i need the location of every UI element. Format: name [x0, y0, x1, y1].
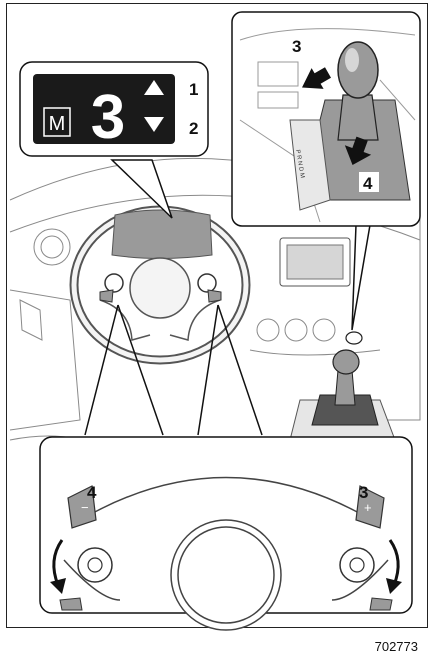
- paddle-label-right: 3: [359, 483, 368, 502]
- gear-display-callout: M 3 1 2: [20, 62, 208, 156]
- callout-1: 1: [189, 80, 198, 99]
- paddle-left-small: [105, 274, 123, 292]
- steering-wheel: [74, 210, 246, 360]
- callout-3-shifter: 3: [292, 37, 301, 56]
- minus-sign: −: [81, 500, 89, 515]
- shifter-callout: P R N D M 3 4: [232, 12, 420, 330]
- callout-4-shifter: 4: [363, 174, 373, 193]
- callout-2: 2: [189, 119, 198, 138]
- paddle-right-small: [198, 274, 216, 292]
- plus-sign: +: [364, 500, 372, 515]
- figure-id: 702773: [375, 639, 418, 654]
- floor-shifter: [290, 332, 395, 440]
- instrument-cluster: [112, 210, 212, 259]
- mode-indicator: M: [49, 113, 66, 135]
- paddle-detail-callout: − + 4 3: [40, 437, 412, 630]
- paddle-label-left: 4: [87, 483, 97, 502]
- gear-number: 3: [91, 83, 125, 152]
